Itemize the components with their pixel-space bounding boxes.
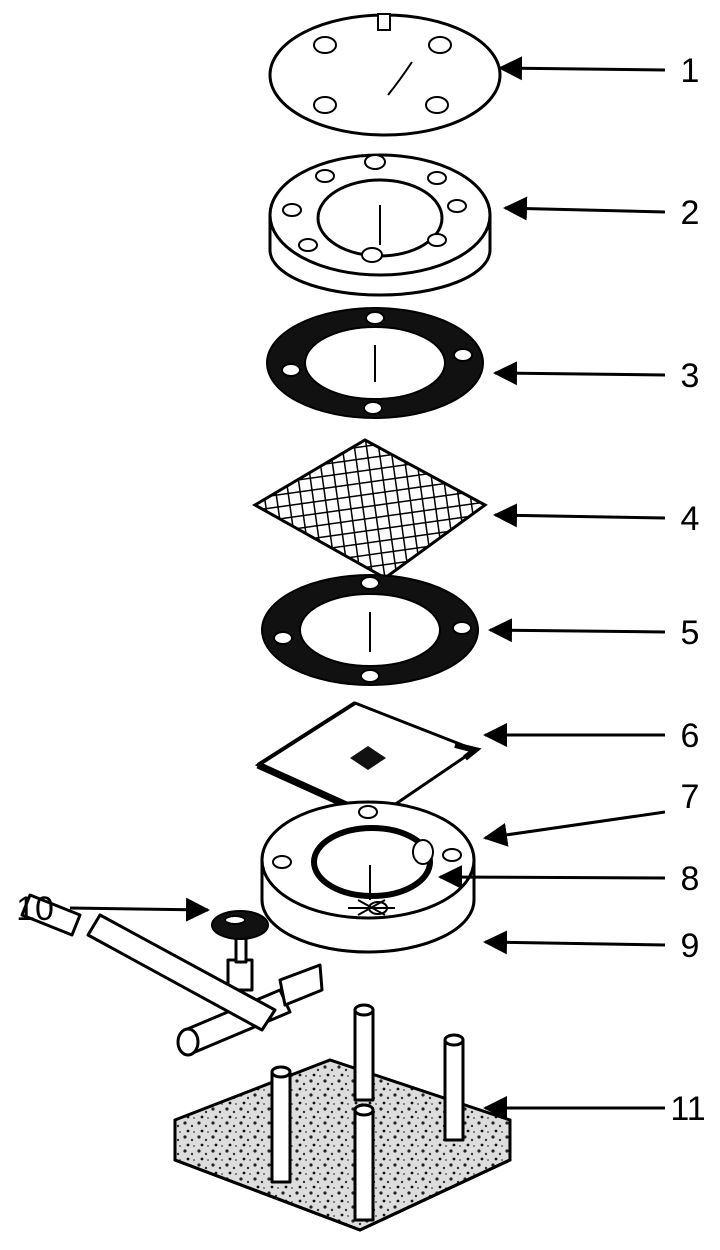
callout-label-8: 8: [681, 860, 700, 898]
callout-labels: 1 2 3 4 5 6 7 8 9 10 11: [16, 52, 706, 1128]
callout-label-1: 1: [681, 52, 700, 90]
arrow-9: [483, 930, 666, 955]
arrow-3: [493, 361, 666, 386]
part-4-mesh-screen: [251, 438, 488, 580]
arrow-8: [438, 865, 666, 890]
callout-label-11: 11: [670, 1090, 705, 1128]
part-3-gasket: [266, 307, 484, 419]
callout-arrows: [69, 56, 666, 1120]
part-1-cover-plate: [268, 13, 502, 137]
arrow-1: [498, 56, 666, 81]
loose-tube: [20, 893, 277, 1032]
part-7-9-base-ring: [260, 800, 476, 954]
callout-label-2: 2: [681, 194, 700, 232]
arrow-4: [493, 503, 666, 528]
callout-label-6: 6: [681, 717, 700, 755]
arrow-2: [503, 196, 666, 221]
arrow-7: [483, 810, 666, 847]
callout-label-3: 3: [681, 357, 700, 395]
arrow-5: [488, 618, 666, 643]
arrow-10: [69, 897, 210, 922]
callout-label-10: 10: [16, 890, 54, 928]
part-11-base-plate: [173, 1003, 512, 1232]
part-2-flange-ring: [268, 153, 492, 297]
callout-label-4: 4: [681, 500, 700, 538]
callout-label-9: 9: [681, 927, 700, 965]
callout-label-5: 5: [681, 614, 700, 652]
callout-label-7: 7: [681, 778, 700, 816]
part-5-gasket: [261, 574, 479, 686]
